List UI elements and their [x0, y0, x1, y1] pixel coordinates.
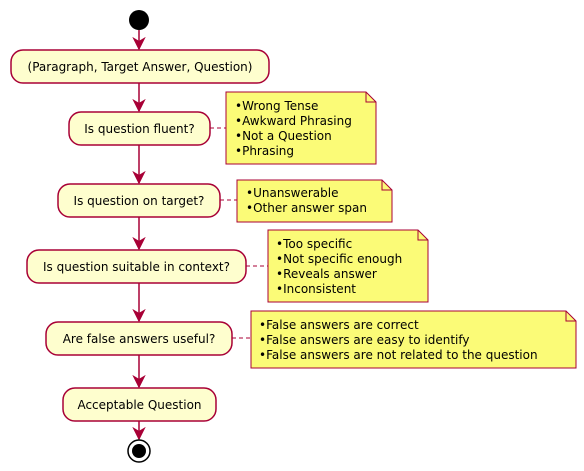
- activity-label: Acceptable Question: [77, 398, 201, 412]
- note-item: Inconsistent: [283, 282, 356, 296]
- activity-label: (Paragraph, Target Answer, Question): [28, 60, 253, 74]
- note-target: •Unanswerable •Other answer span: [220, 179, 393, 223]
- note-item: Reveals answer: [283, 267, 377, 281]
- svg-text:•Not specific enough: •Not specific enough: [276, 252, 402, 266]
- note-false-answers: •False answers are correct •False answer…: [232, 310, 577, 369]
- note-item: False answers are not related to the que…: [266, 348, 538, 362]
- note-bullet: •: [259, 348, 266, 362]
- note-item: Not a Question: [242, 129, 332, 143]
- activity-acceptable: Acceptable Question: [62, 387, 217, 422]
- note-item: Too specific: [282, 237, 352, 251]
- note-bullet: •: [235, 99, 242, 113]
- note-bullet: •: [276, 237, 283, 251]
- svg-text:•False answers are easy to ide: •False answers are easy to identify: [259, 333, 470, 347]
- note-bullet: •: [246, 201, 253, 215]
- activity-false-answers: Are false answers useful?: [45, 321, 233, 356]
- note-item: False answers are correct: [266, 318, 419, 332]
- end-node: [127, 439, 151, 463]
- svg-text:•False answers are correct: •False answers are correct: [259, 318, 419, 332]
- svg-text:•Unanswerable: •Unanswerable: [246, 186, 339, 200]
- note-bullet: •: [276, 267, 283, 281]
- note-bullet: •: [259, 333, 266, 347]
- note-item: Wrong Tense: [242, 99, 318, 113]
- svg-text:•Other answer span: •Other answer span: [246, 201, 367, 215]
- svg-text:•Reveals answer: •Reveals answer: [276, 267, 377, 281]
- note-item: Awkward Phrasing: [242, 114, 352, 128]
- svg-text:•False answers are not related: •False answers are not related to the qu…: [259, 348, 538, 362]
- svg-text:•Too specific: •Too specific: [276, 237, 352, 251]
- note-item: Phrasing: [242, 144, 294, 158]
- svg-text:•Awkward Phrasing: •Awkward Phrasing: [235, 114, 352, 128]
- note-bullet: •: [276, 252, 283, 266]
- note-bullet: •: [235, 144, 242, 158]
- svg-text:•Not a Question: •Not a Question: [235, 129, 332, 143]
- activity-fluent: Is question fluent?: [68, 111, 211, 146]
- activity-target: Is question on target?: [57, 183, 221, 218]
- activity-label: Is question fluent?: [84, 122, 195, 136]
- activity-context: Is question suitable in context?: [26, 249, 247, 284]
- activity-input: (Paragraph, Target Answer, Question): [10, 49, 270, 84]
- note-bullet: •: [259, 318, 266, 332]
- activity-label: Are false answers useful?: [63, 332, 216, 346]
- svg-text:•Wrong Tense: •Wrong Tense: [235, 99, 318, 113]
- note-fluent: •Wrong Tense •Awkward Phrasing •Not a Qu…: [210, 91, 377, 165]
- note-item: Unanswerable: [253, 186, 338, 200]
- activity-label: Is question on target?: [74, 194, 205, 208]
- note-bullet: •: [235, 129, 242, 143]
- note-item: Not specific enough: [283, 252, 402, 266]
- svg-text:•Phrasing: •Phrasing: [235, 144, 294, 158]
- note-item: False answers are easy to identify: [266, 333, 469, 347]
- note-context: •Too specific •Not specific enough •Reve…: [246, 229, 429, 303]
- start-node: [129, 10, 149, 30]
- activity-label: Is question suitable in context?: [43, 260, 230, 274]
- note-item: Other answer span: [253, 201, 367, 215]
- note-bullet: •: [246, 186, 253, 200]
- note-bullet: •: [276, 282, 283, 296]
- note-bullet: •: [235, 114, 242, 128]
- svg-text:•Inconsistent: •Inconsistent: [276, 282, 356, 296]
